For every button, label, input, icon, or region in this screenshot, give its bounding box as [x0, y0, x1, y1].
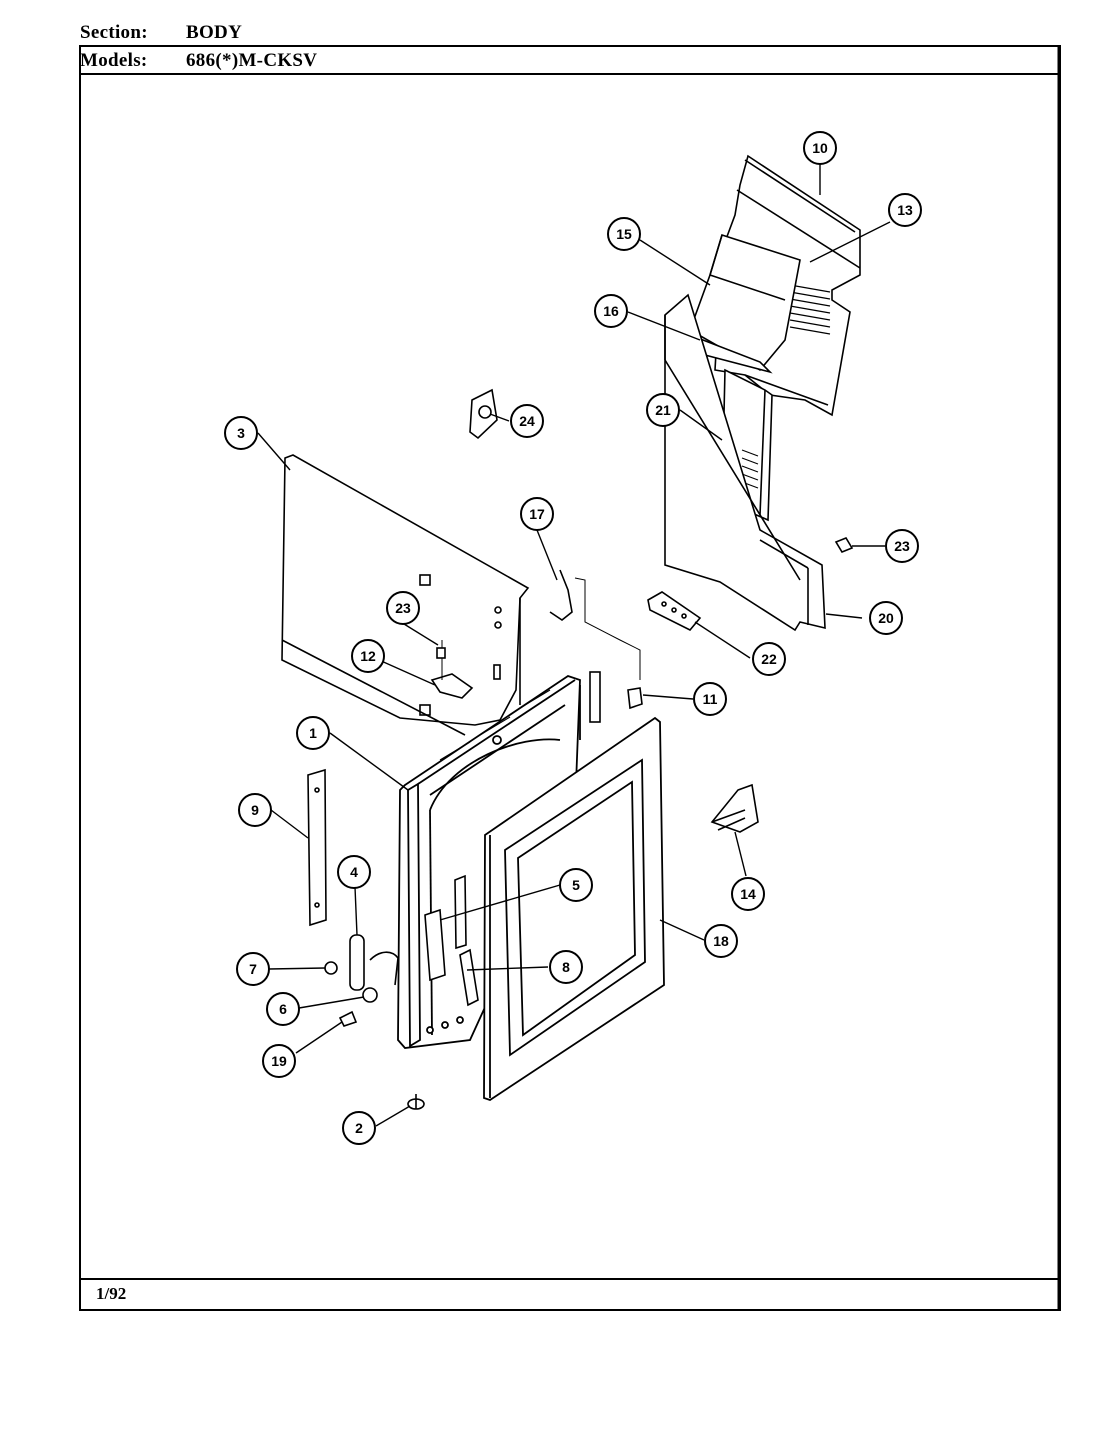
svg-text:9: 9 — [251, 802, 259, 818]
callout-18: 18 — [704, 924, 738, 958]
callout-12: 12 — [351, 639, 385, 673]
svg-text:1: 1 — [309, 725, 317, 741]
part-foot-2 — [407, 1094, 425, 1110]
svg-text:24: 24 — [519, 413, 535, 429]
svg-text:5: 5 — [572, 877, 580, 893]
callout-24: 24 — [510, 404, 544, 438]
callout-10: 10 — [803, 131, 837, 165]
leader-lines — [257, 163, 891, 1127]
svg-text:20: 20 — [878, 610, 894, 626]
callout-1: 1 — [296, 716, 330, 750]
svg-text:7: 7 — [249, 961, 257, 977]
part-sensor-17 — [549, 569, 641, 723]
svg-text:13: 13 — [897, 202, 913, 218]
svg-text:14: 14 — [740, 886, 756, 902]
part-rear-panel-3 — [281, 454, 530, 736]
callout-22: 22 — [752, 642, 786, 676]
svg-text:19: 19 — [271, 1053, 287, 1069]
part-terminal-22 — [647, 591, 702, 631]
section-label: Section: — [80, 22, 148, 43]
svg-text:23: 23 — [894, 538, 910, 554]
part-bracket-14 — [710, 783, 759, 833]
callout-21: 21 — [646, 393, 680, 427]
callout-16: 16 — [594, 294, 628, 328]
callout-5: 5 — [559, 868, 593, 902]
callout-4: 4 — [337, 855, 371, 889]
callout-15: 15 — [607, 217, 641, 251]
callout-13: 13 — [888, 193, 922, 227]
callout-3: 3 — [224, 416, 258, 450]
callout-11: 11 — [693, 682, 727, 716]
part-tray-20 — [664, 293, 826, 632]
svg-text:10: 10 — [812, 140, 828, 156]
svg-text:8: 8 — [562, 959, 570, 975]
svg-text:23: 23 — [395, 600, 411, 616]
svg-text:11: 11 — [703, 691, 718, 707]
footer-date: 1/92 — [96, 1284, 127, 1303]
svg-text:16: 16 — [603, 303, 619, 319]
callout-17: 17 — [520, 497, 554, 531]
svg-text:2: 2 — [355, 1120, 363, 1136]
part-rear-top-panel — [683, 154, 861, 417]
svg-text:4: 4 — [350, 864, 358, 880]
callouts: 10 13 15 16 24 21 3 17 23 23 12 20 22 11… — [224, 131, 922, 1145]
part-hinge-4 — [324, 934, 399, 1027]
part-latch-12 — [430, 640, 474, 699]
part-bracket-24 — [469, 388, 498, 440]
part-strip-9 — [307, 768, 327, 927]
svg-text:15: 15 — [616, 226, 632, 242]
part-clip-11 — [627, 687, 643, 710]
part-screw-23 — [834, 537, 854, 553]
page-frame — [79, 45, 1061, 1311]
svg-text:6: 6 — [279, 1001, 287, 1017]
callout-7: 7 — [236, 952, 270, 986]
svg-text:22: 22 — [761, 651, 777, 667]
models-label: Models: — [80, 50, 148, 71]
callout-2: 2 — [342, 1111, 376, 1145]
callout-6: 6 — [266, 992, 300, 1026]
section-value: BODY — [186, 22, 243, 43]
svg-text:3: 3 — [237, 425, 245, 441]
callout-23-right: 23 — [885, 529, 919, 563]
svg-text:21: 21 — [655, 402, 671, 418]
callout-9: 9 — [238, 793, 272, 827]
svg-text:18: 18 — [713, 933, 729, 949]
callout-23-center: 23 — [386, 591, 420, 625]
models-value: 686(*)M-CKSV — [186, 50, 318, 71]
callout-20: 20 — [869, 601, 903, 635]
callout-14: 14 — [731, 877, 765, 911]
svg-text:12: 12 — [360, 648, 376, 664]
callout-8: 8 — [549, 950, 583, 984]
callout-19: 19 — [262, 1044, 296, 1078]
part-hinge-bracket-5 — [424, 874, 479, 1007]
part-door-18 — [483, 716, 665, 1101]
svg-text:17: 17 — [529, 506, 545, 522]
